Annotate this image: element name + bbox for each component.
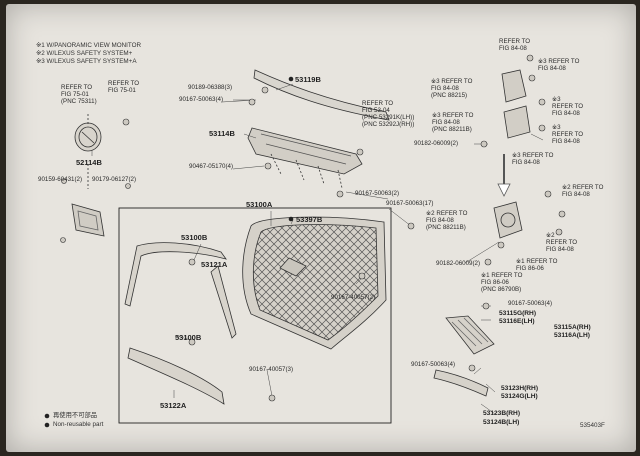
part-52114B[interactable]: 52114B [76,158,102,167]
clip-icon [558,210,566,218]
bolt-icon [480,140,488,148]
sensor-cover-upper [503,105,531,139]
bolt-icon [261,86,269,94]
clip-icon [188,258,196,266]
clip-icon [538,124,546,132]
clip-icon [538,98,546,106]
camera-bracket [71,203,105,237]
bolt-90179-06127[interactable]: 90179-06127(2) [92,176,137,183]
lower-molding [127,347,225,405]
part-53100B-2[interactable]: 53100B [175,333,202,342]
bolt-90167-50063-17[interactable]: 90167-50063(17) [386,200,434,207]
part-53124G[interactable]: 53124G(LH) [501,393,538,400]
parts-diagram-sheet: ※1 W/PANORAMIC VIEW MONITOR ※2 W/LEXUS S… [6,4,636,452]
bolt-90159-60431[interactable]: 90159-60431(2) [38,176,83,183]
note-safety-plus: ※2 W/LEXUS SAFETY SYSTEM+ [36,50,133,57]
legend-symbols [44,76,294,428]
part-53116A[interactable]: 53116A(LH) [554,332,590,339]
non-reusable-mark-icon [44,422,50,428]
bolt-90182-06009-lower[interactable]: 90182-06009(2) [436,260,481,267]
clip-icon [248,98,256,106]
bolt-90167-50063-2[interactable]: 90167-50063(2) [355,190,400,197]
bolt-90167-40057-2[interactable]: 90167-40057(2) [331,294,376,301]
clip-icon [544,190,552,198]
bolt-90167-50063-4[interactable]: 90167-50063(4) [179,96,224,103]
part-53123H[interactable]: 53123H(RH) [501,385,539,392]
bolt-icon [60,237,66,243]
clip-icon [268,394,276,402]
part-53397B[interactable]: 53397B [296,215,323,224]
part-53114B[interactable]: 53114B [209,129,235,138]
non-reusable-mark-icon [288,216,294,222]
bolt-90189-06388[interactable]: 90189-06388(3) [188,84,233,91]
part-53123B[interactable]: 53123B(RH) [483,410,521,417]
bolt-90182-06009-upper[interactable]: 90182-06009(2) [414,140,459,147]
bolt-icon [61,178,67,184]
legend-jp: 再使用不可部品 [53,412,98,419]
part-53119B[interactable]: 53119B [295,75,321,84]
bolt-90167-40057-3[interactable]: 90167-40057(3) [249,366,294,373]
clip-icon [526,54,534,62]
grille-detail-box [118,207,392,424]
part-53115A[interactable]: 53115A(RH) [554,324,591,331]
diagram-drawing [44,54,566,428]
lexus-emblem [279,257,307,277]
bolt-icon [125,183,131,189]
part-53124B[interactable]: 53124B(LH) [483,419,520,426]
bolt-icon [264,162,272,170]
clip-icon [358,272,366,280]
part-53115G[interactable]: 53115G(RH) [499,310,537,317]
side-grille-panel [445,315,495,355]
upper-support-bar [253,69,390,121]
lower-trim-strip [433,369,489,397]
clip-icon [336,190,344,198]
part-53100B[interactable]: 53100B [181,233,208,242]
part-53100A[interactable]: 53100A [246,200,273,209]
clip-icon [188,338,196,346]
clip-icon [407,222,415,230]
sensor-mount [501,69,527,103]
bolt-90167-50063-4-side[interactable]: 90167-50063(4) [508,300,553,307]
clip-icon [528,74,536,82]
clip-icon [482,302,490,310]
non-reusable-mark-icon [288,76,294,82]
upper-molding [124,242,227,307]
radiator-support-bracket [247,127,363,175]
clip-icon [468,364,476,372]
part-53122A[interactable]: 53122A [160,401,187,410]
bolt-90467-05170[interactable]: 90467-05170(4) [189,163,234,170]
figure-code: 535403F [580,422,605,429]
clip-icon [356,148,364,156]
note-safety-plus-a: ※3 W/LEXUS SAFETY SYSTEM+A [36,58,137,65]
note-panoramic: ※1 W/PANORAMIC VIEW MONITOR [36,42,142,49]
bolt-90167-50063-4-lower[interactable]: 90167-50063(4) [411,361,456,368]
bolt-icon [497,241,505,249]
legend-en: Non-reusable part [53,421,104,428]
non-reusable-mark-icon [44,413,50,419]
part-53121A[interactable]: 53121A [201,260,228,269]
clip-icon [122,118,130,126]
bolt-icon [484,258,492,266]
side-molding [210,265,237,339]
part-53116E[interactable]: 53116E(LH) [499,318,535,325]
clip-icon [555,228,563,236]
